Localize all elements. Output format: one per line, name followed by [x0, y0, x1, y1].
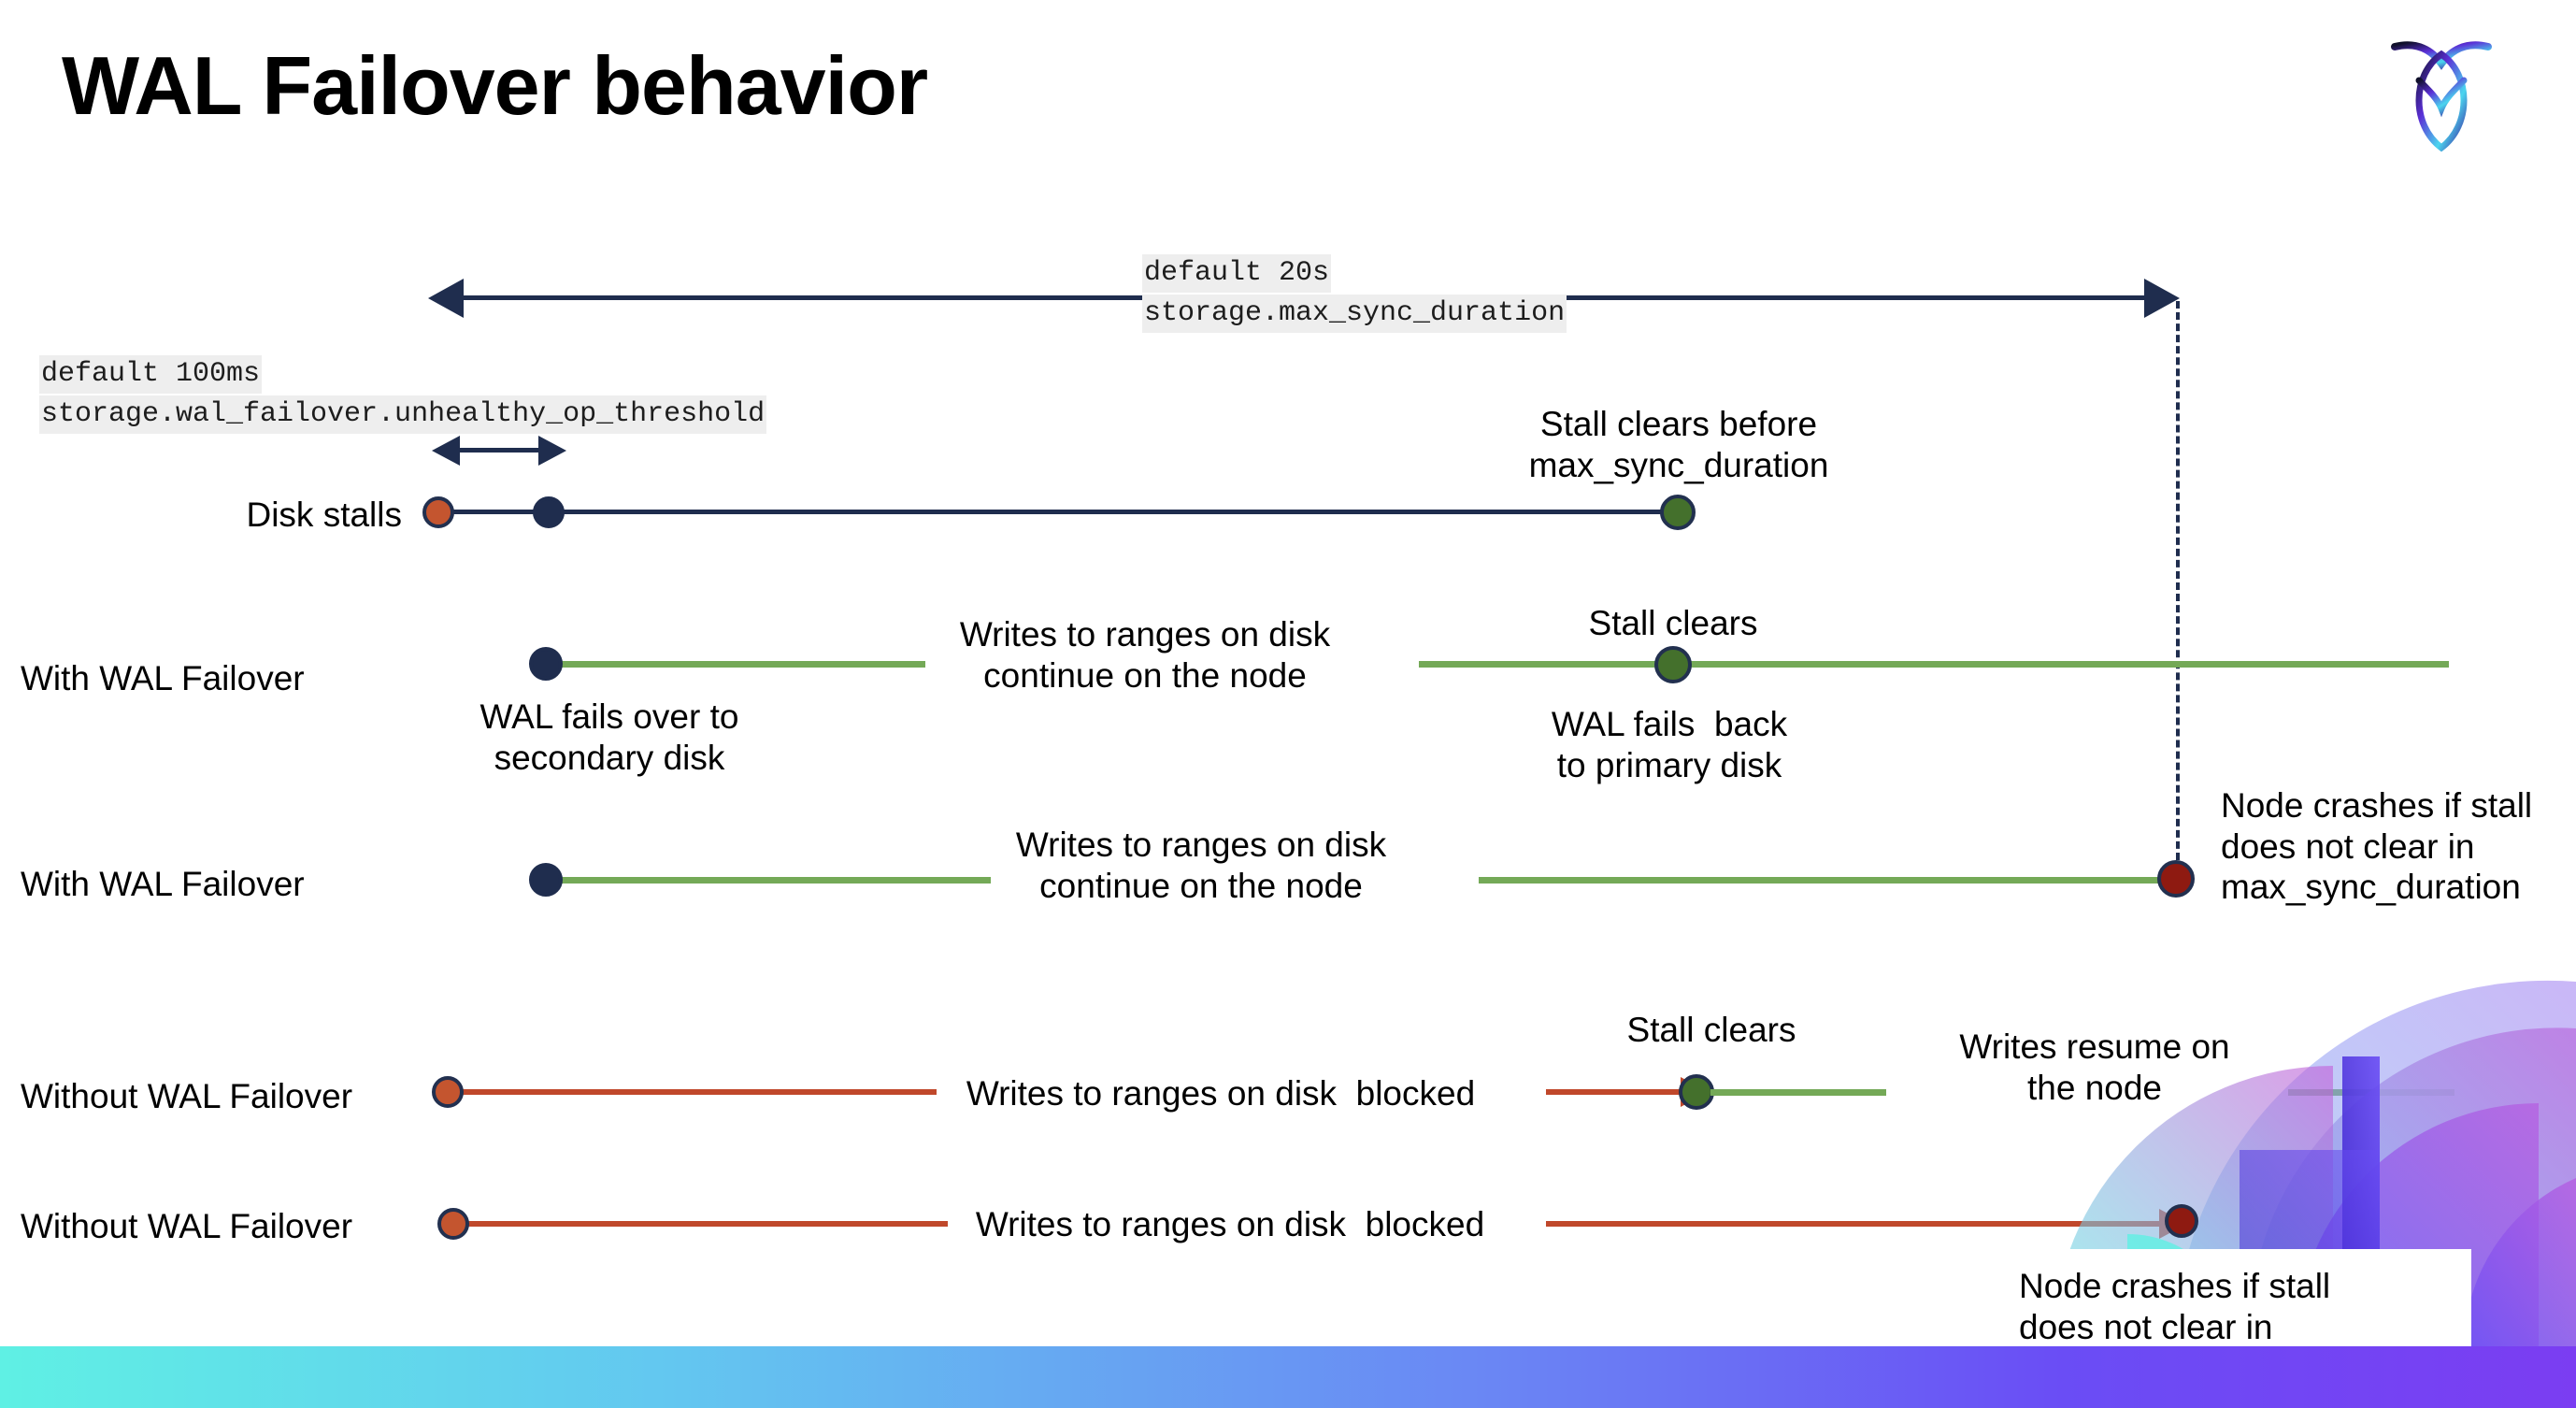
with-wal-failover-1-start-dot [529, 647, 563, 681]
disk-stall-start-dot [422, 496, 454, 528]
with-wal-failover-2-crash-dot [2157, 860, 2195, 898]
annotation-writes-blocked-1: Writes to ranges on disk blocked [966, 1074, 1476, 1113]
without-wal-failover-2-line-a [456, 1221, 948, 1227]
with-wal-failover-1-clear-dot [1654, 646, 1692, 683]
with-wal-failover-1-line-b [1419, 661, 2449, 668]
unhealthy-op-span-line [458, 448, 542, 453]
row-label-with-wal-failover-1: With WAL Failover [21, 659, 305, 697]
disk-stalls-line [439, 510, 1675, 514]
cockroachdb-logo-icon [2385, 34, 2497, 155]
with-wal-failover-2-start-dot [529, 863, 563, 897]
without-wal-failover-1-line-c [1710, 1089, 1886, 1096]
unhealthy-op-default-label: default 100ms [39, 355, 263, 394]
annotation-writes-blocked-2: Writes to ranges on disk blocked [975, 1205, 1485, 1243]
with-wal-failover-1-line-a [540, 661, 925, 668]
without-wal-failover-1-start-dot [432, 1076, 464, 1108]
annotation-writes-continue-1: Writes to ranges on disk continue on the… [959, 615, 1331, 695]
annotation-writes-continue-2: Writes to ranges on disk continue on the… [1015, 826, 1387, 905]
max-sync-dropline [2176, 301, 2180, 871]
annotation-stall-clears-before: Stall clears before max_sync_duration [1528, 405, 1829, 484]
annotation-stall-clears-row2: Stall clears [1588, 604, 1758, 642]
max-sync-arrow-right-head [2144, 279, 2180, 318]
disk-stall-clear-dot [1660, 495, 1696, 530]
bottom-gradient-bar [0, 1346, 2576, 1408]
unhealthy-op-setting-name: storage.wal_failover.unhealthy_op_thresh… [39, 395, 767, 434]
unhealthy-op-arrow-left-head [432, 436, 460, 466]
max-sync-setting-name: storage.max_sync_duration [1142, 295, 1567, 333]
annotation-wal-fails-back: WAL fails back to primary disk [1551, 705, 1788, 784]
page-title: WAL Failover behavior [62, 39, 928, 132]
max-sync-default-label: default 20s [1142, 254, 1332, 293]
without-wal-failover-2-start-dot [437, 1208, 469, 1240]
without-wal-failover-2-line-b [1546, 1221, 2163, 1227]
without-wal-failover-1-clear-dot [1679, 1074, 1714, 1110]
max-sync-arrow-left-head [428, 279, 464, 318]
disk-stall-failover-dot [533, 496, 565, 528]
annotation-wal-fails-over: WAL fails over to secondary disk [479, 697, 739, 777]
with-wal-failover-2-line-a [540, 877, 991, 884]
row-label-disk-stalls: Disk stalls [246, 496, 402, 534]
row-label-without-wal-failover-1: Without WAL Failover [21, 1077, 353, 1115]
without-wal-failover-2-crash-dot [2165, 1204, 2198, 1238]
annotation-writes-resume: Writes resume on the node [1959, 1027, 2230, 1107]
annotation-stall-clears-row4: Stall clears [1626, 1011, 1796, 1049]
unhealthy-op-arrow-right-head [538, 436, 566, 466]
with-wal-failover-2-line-b [1479, 877, 2172, 884]
annotation-node-crashes-1: Node crashes if stall does not clear in … [2221, 786, 2533, 907]
row-label-without-wal-failover-2: Without WAL Failover [21, 1207, 353, 1245]
without-wal-failover-1-line-a [451, 1089, 937, 1095]
without-wal-failover-1-line-b [1546, 1089, 1684, 1095]
row-label-with-wal-failover-2: With WAL Failover [21, 865, 305, 903]
